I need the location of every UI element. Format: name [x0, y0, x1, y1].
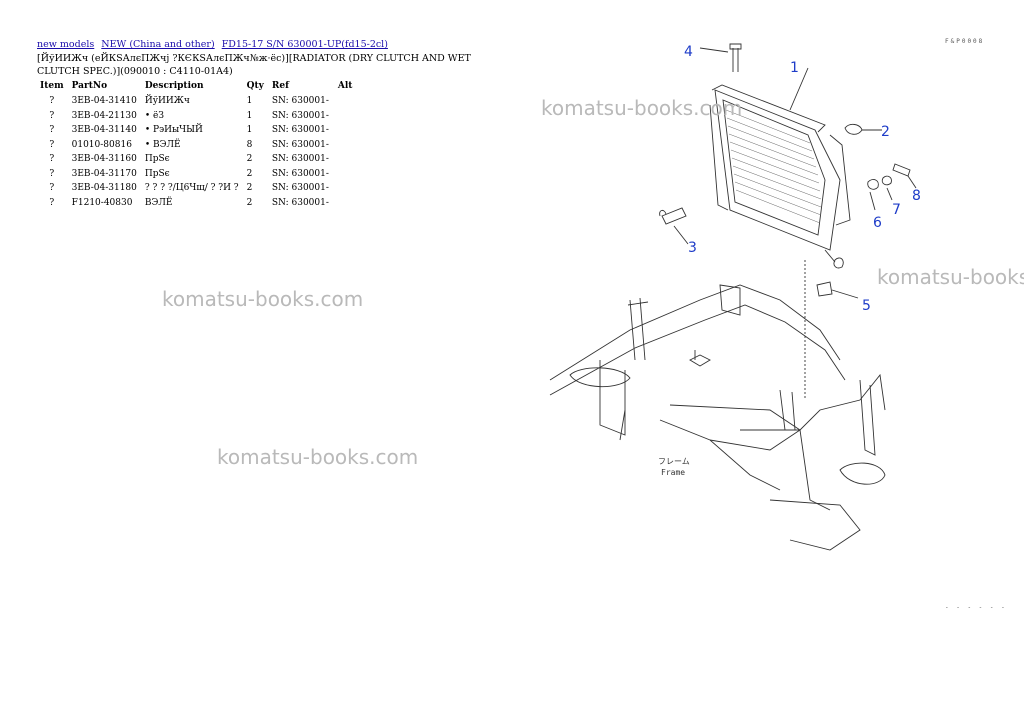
row-description: • РэИыЧЫЙ [144, 125, 203, 136]
row-partno: 3EB-04-31170 [71, 168, 137, 179]
table-row: ? 3EB-04-31410 ЙўИИЖч 1 SN: 630001- [36, 94, 356, 109]
table-row: ? 3EB-04-31170 ПрЅє 2 SN: 630001- [36, 167, 356, 182]
col-partno: PartNo [71, 81, 108, 91]
row-partno: 01010-80816 [71, 139, 132, 150]
row-alt [334, 181, 357, 196]
callout-4: 4 [684, 44, 693, 60]
row-description: ПрЅє [144, 168, 170, 179]
row-description: • ВЭЛЁ [144, 139, 181, 150]
row-partno: 3EB-04-31140 [71, 125, 137, 136]
row-item: ? [49, 183, 55, 194]
watermark: komatsu-books.com [541, 96, 743, 120]
row-partno: F1210-40830 [71, 197, 133, 208]
row-ref: SN: 630001- [271, 183, 329, 194]
row-ref: SN: 630001- [271, 110, 329, 121]
row-alt [334, 152, 357, 167]
col-alt: Alt [337, 81, 353, 91]
breadcrumb-region-link[interactable]: NEW (China and other) [101, 39, 215, 50]
table-row: ? 01010-80816 • ВЭЛЁ 8 SN: 630001- [36, 138, 356, 153]
row-item: ? [49, 197, 55, 208]
row-ref: SN: 630001- [271, 96, 329, 107]
row-partno: 3EB-04-31180 [71, 183, 137, 194]
row-description: ЙўИИЖч [144, 96, 190, 107]
row-alt [334, 123, 357, 138]
callout-3: 3 [688, 240, 697, 256]
callout-7: 7 [892, 202, 901, 218]
table-row: ? 3EB-04-21130 • ёЗ 1 SN: 630001- [36, 109, 356, 124]
col-description: Description [144, 81, 204, 91]
col-ref: Ref [271, 81, 289, 91]
callout-6: 6 [873, 215, 882, 231]
row-qty: 1 [246, 96, 253, 107]
radiator-exploded-diagram: 1 2 3 4 5 6 7 8 フレーム Frame [549, 43, 921, 551]
frame-label-en: Frame [661, 468, 685, 477]
table-row: ? F1210-40830 ВЭЛЁ 2 SN: 630001- [36, 196, 356, 211]
col-qty: Qty [246, 81, 264, 91]
row-item: ? [49, 139, 55, 150]
row-item: ? [49, 168, 55, 179]
row-ref: SN: 630001- [271, 168, 329, 179]
frame-label-jp: フレーム [658, 457, 690, 466]
watermark: komatsu-books.com [877, 265, 1024, 289]
table-row: ? 3EB-04-31180 ? ? ? ?/Ц6Чщ/ ? ?И ? 2 SN… [36, 181, 356, 196]
frame-drawing [549, 43, 917, 551]
row-ref: SN: 630001- [271, 197, 329, 208]
page-title: [ЙўИИЖч (еЙКSАлєПЖчј ?КЄКSАлєПЖч№ж·ёс)][… [37, 53, 471, 77]
row-description: ВЭЛЁ [144, 197, 173, 208]
row-alt [334, 94, 357, 109]
row-alt [334, 196, 357, 211]
callout-1: 1 [790, 60, 799, 76]
row-ref: SN: 630001- [271, 154, 329, 165]
row-qty: 2 [246, 154, 253, 165]
row-item: ? [49, 110, 55, 121]
row-description: ПрЅє [144, 154, 170, 165]
row-qty: 2 [246, 183, 253, 194]
row-description: • ёЗ [144, 110, 164, 121]
row-partno: 3EB-04-31160 [71, 154, 137, 165]
row-qty: 2 [246, 168, 253, 179]
table-row: ? 3EB-04-31140 • РэИыЧЫЙ 1 SN: 630001- [36, 123, 356, 138]
row-ref: SN: 630001- [271, 125, 329, 136]
col-item: Item [40, 81, 64, 91]
row-alt [334, 167, 357, 182]
table-row: ? 3EB-04-31160 ПрЅє 2 SN: 630001- [36, 152, 356, 167]
row-item: ? [49, 96, 55, 107]
row-partno: 3EB-04-31410 [71, 96, 137, 107]
row-qty: 8 [246, 139, 253, 150]
row-partno: 3EB-04-21130 [71, 110, 137, 121]
callout-5: 5 [862, 298, 871, 314]
breadcrumb-model-link[interactable]: FD15-17 S/N 630001-UP(fd15-2cl) [221, 39, 388, 50]
breadcrumb: new models NEW (China and other) FD15-17… [37, 39, 392, 50]
diagram-code-top: F&P0008 [945, 38, 985, 45]
row-ref: SN: 630001- [271, 139, 329, 150]
watermark: komatsu-books.com [162, 287, 364, 311]
row-qty: 1 [246, 125, 253, 136]
parts-table-header: Item PartNo Description Qty Ref Alt [36, 78, 356, 94]
watermark: komatsu-books.com [217, 445, 419, 469]
parts-table: Item PartNo Description Qty Ref Alt ? 3E… [36, 78, 356, 210]
diagram-code-bottom: - - - - - - [945, 604, 1007, 611]
callout-8: 8 [912, 188, 921, 204]
row-item: ? [49, 154, 55, 165]
row-alt [334, 138, 357, 153]
row-qty: 2 [246, 197, 253, 208]
row-alt [334, 109, 357, 124]
callout-2: 2 [881, 124, 890, 140]
row-item: ? [49, 125, 55, 136]
breadcrumb-new-models-link[interactable]: new models [37, 39, 95, 50]
row-qty: 1 [246, 110, 253, 121]
row-description: ? ? ? ?/Ц6Чщ/ ? ?И ? [144, 183, 239, 194]
